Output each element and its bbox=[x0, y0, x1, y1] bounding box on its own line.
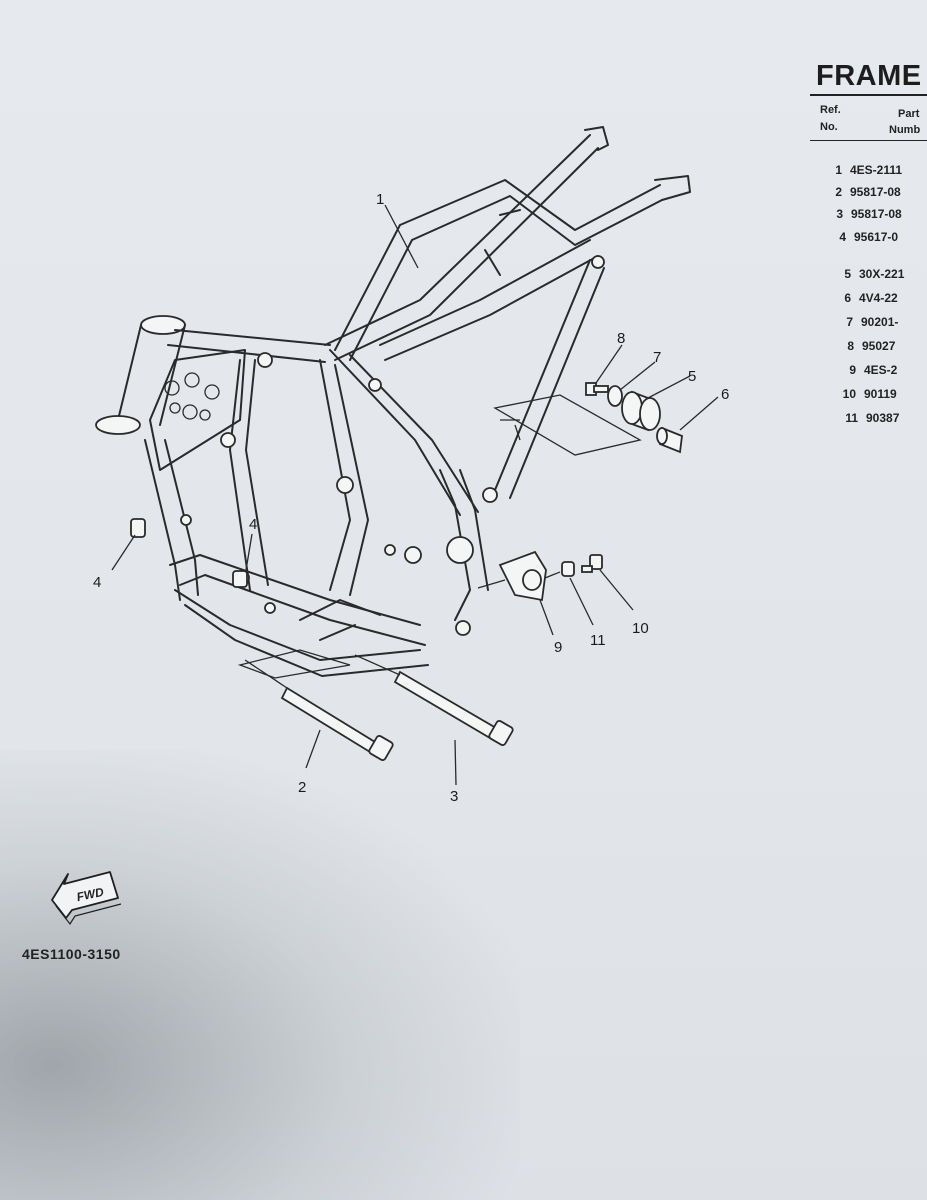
parts-row-number: 90119 bbox=[864, 387, 897, 401]
parts-row-ref: 3 bbox=[836, 207, 843, 221]
parts-row: 4 95617-0 bbox=[828, 230, 898, 244]
parts-row-ref: 7 bbox=[846, 315, 853, 329]
callout-1: 1 bbox=[376, 191, 384, 208]
parts-row-ref: 4 bbox=[839, 230, 846, 244]
parts-row: 2 95817-08 bbox=[824, 185, 901, 199]
callout-4-center: 4 bbox=[249, 516, 257, 533]
parts-row: 8 95027 bbox=[836, 339, 895, 353]
hardware bbox=[130, 382, 683, 761]
parts-row-number: 95817-08 bbox=[851, 207, 902, 221]
title-rule bbox=[810, 94, 927, 96]
parts-row-number: 95617-0 bbox=[854, 230, 899, 244]
parts-row-number: 30X-221 bbox=[859, 267, 905, 281]
parts-row-number: 95817-08 bbox=[850, 185, 901, 199]
part-header-line2: Numb bbox=[889, 124, 921, 136]
parts-row: 5 30X-221 bbox=[833, 267, 904, 281]
parts-row: 7 90201- bbox=[835, 315, 898, 329]
parts-row: 9 4ES-2 bbox=[838, 363, 897, 377]
callout-9: 9 bbox=[554, 639, 562, 656]
nut-4-center bbox=[232, 570, 248, 588]
long-bolt-2 bbox=[280, 686, 394, 761]
parts-row: 10 90119 bbox=[838, 387, 897, 401]
bolt-8 bbox=[585, 382, 609, 396]
callouts: 1 2 3 4 4 5 6 7 8 9 10 11 bbox=[93, 191, 729, 805]
callout-11: 11 bbox=[590, 632, 606, 649]
parts-row: 6 4V4-22 bbox=[833, 291, 898, 305]
parts-row-number: 90387 bbox=[866, 411, 900, 425]
washer-7 bbox=[607, 385, 623, 407]
parts-row-ref: 6 bbox=[844, 291, 851, 305]
ref-header-line1: Ref. bbox=[820, 104, 841, 116]
callout-4-left: 4 bbox=[93, 574, 101, 591]
parts-row: 1 4ES-2111 bbox=[824, 163, 902, 177]
frame-drawing bbox=[95, 126, 691, 679]
parts-row-ref: 5 bbox=[844, 267, 851, 281]
parts-row-number: 95027 bbox=[862, 339, 896, 353]
header-rule bbox=[810, 140, 927, 141]
fwd-label: FWD bbox=[75, 885, 105, 904]
parts-row: 3 95817-08 bbox=[825, 207, 902, 221]
callout-6: 6 bbox=[721, 386, 729, 403]
parts-row-ref: 2 bbox=[835, 185, 842, 199]
parts-row-ref: 1 bbox=[835, 163, 842, 177]
callout-10: 10 bbox=[632, 620, 649, 637]
callout-7: 7 bbox=[653, 349, 661, 366]
page-title: FRAME bbox=[816, 60, 922, 92]
parts-row-ref: 11 bbox=[845, 411, 858, 425]
spacer-6 bbox=[656, 426, 683, 454]
nut-11 bbox=[561, 561, 575, 577]
bolt-10 bbox=[581, 554, 603, 573]
parts-row: 11 90387 bbox=[840, 411, 899, 425]
fwd-arrow-icon: FWD bbox=[51, 871, 122, 926]
diagram-code: 4ES1100-3150 bbox=[22, 946, 121, 962]
leader-lines bbox=[111, 204, 719, 786]
parts-row-number: 4V4-22 bbox=[859, 291, 898, 305]
ref-header-line2: No. bbox=[820, 121, 838, 133]
parts-row-ref: 8 bbox=[847, 339, 854, 353]
nut-4-left bbox=[130, 518, 146, 538]
part-header-line1: Part bbox=[898, 108, 920, 120]
callout-2: 2 bbox=[298, 779, 306, 796]
parts-row-number: 4ES-2111 bbox=[850, 163, 903, 177]
parts-row-number: 90201- bbox=[861, 315, 899, 329]
callout-5: 5 bbox=[688, 368, 696, 385]
parts-row-ref: 10 bbox=[842, 387, 856, 401]
parts-row-ref: 9 bbox=[849, 363, 856, 377]
callout-3: 3 bbox=[450, 788, 458, 805]
callout-8: 8 bbox=[617, 330, 625, 347]
collar-5 bbox=[621, 390, 661, 432]
parts-row-number: 4ES-2 bbox=[864, 363, 898, 377]
long-bolt-3 bbox=[393, 670, 514, 746]
bracket-9 bbox=[498, 550, 547, 602]
